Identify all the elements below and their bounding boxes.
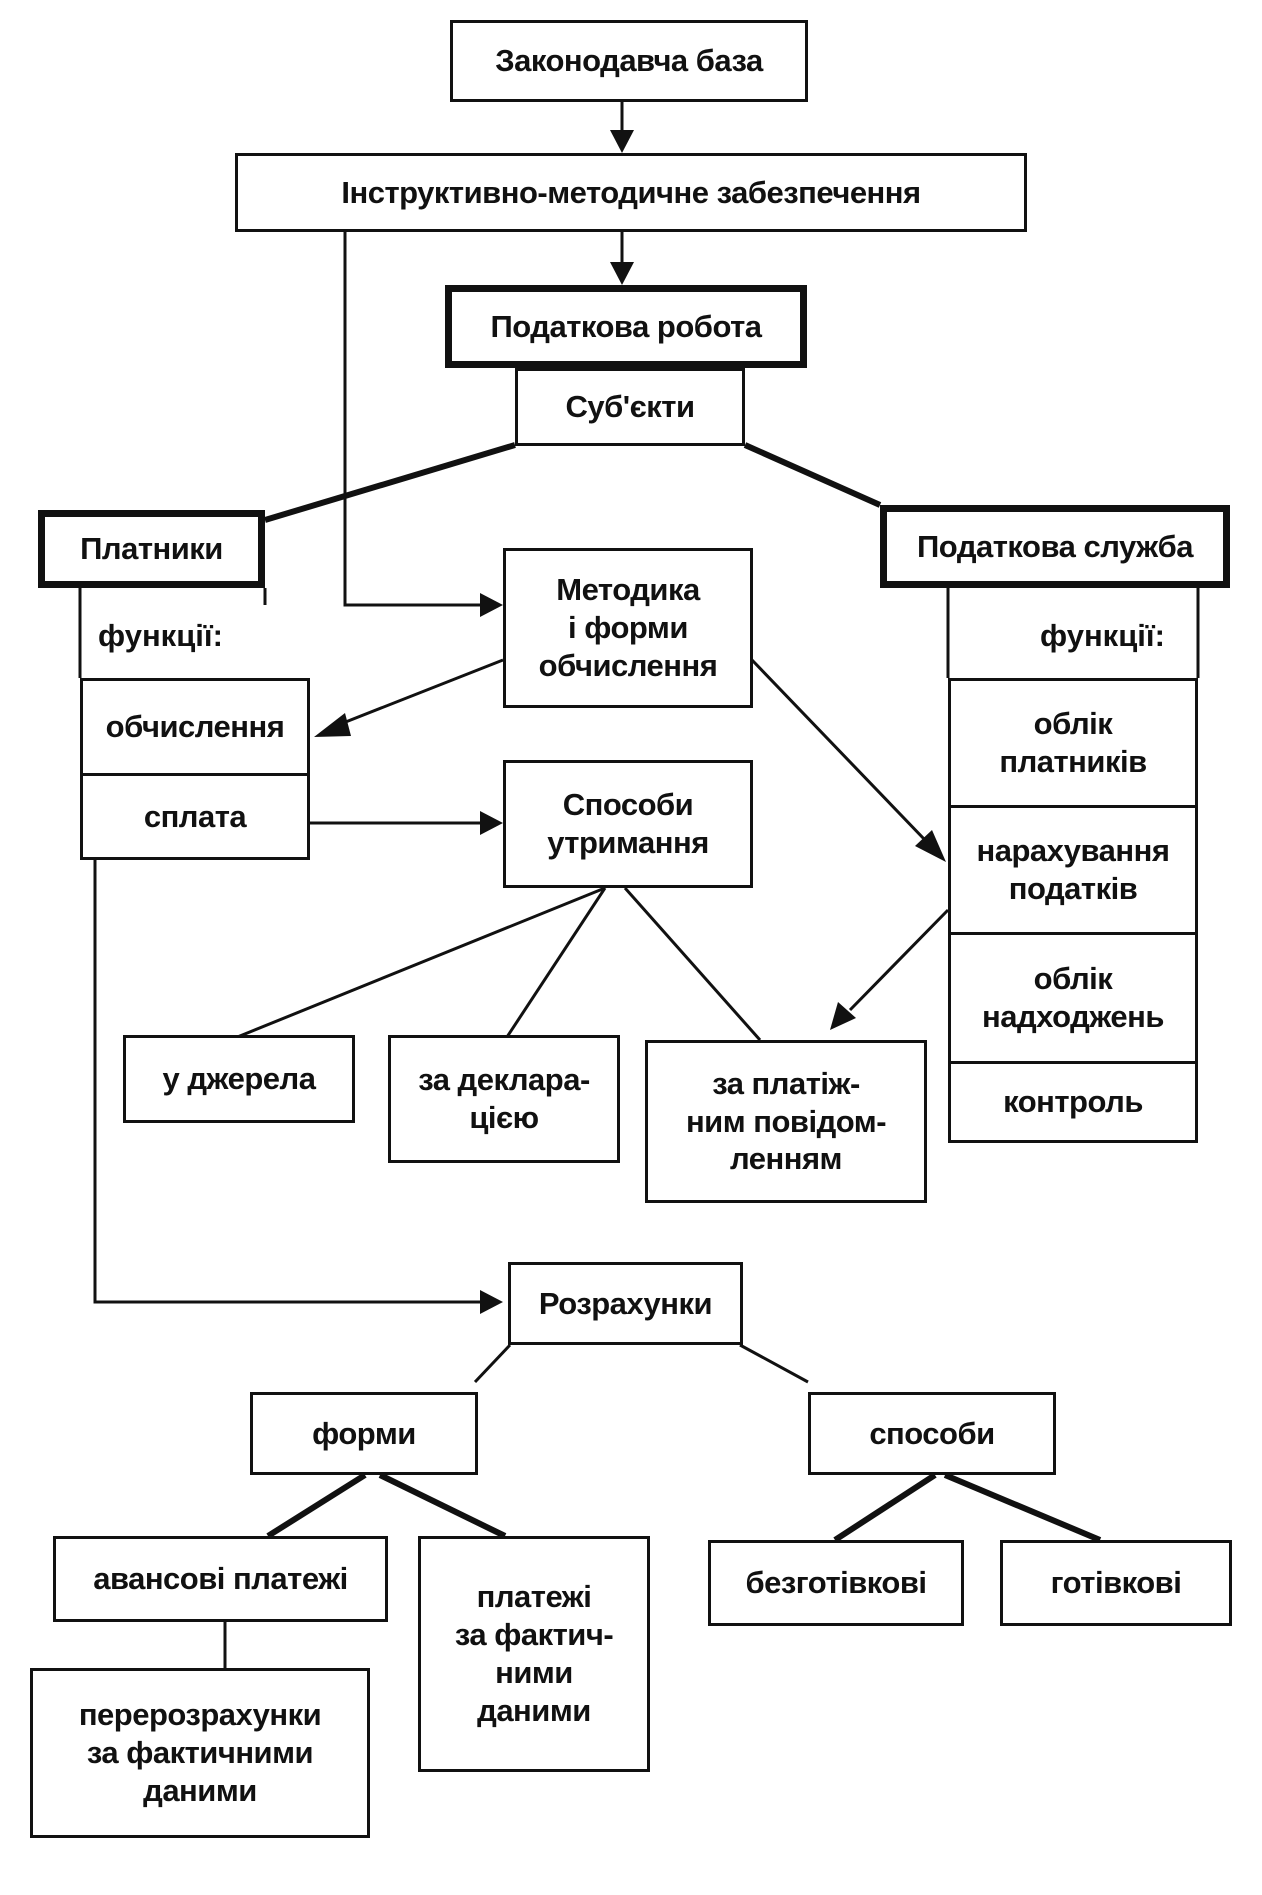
calculation-label: обчислення xyxy=(105,709,285,745)
cashless-box: безготівкові xyxy=(708,1540,964,1626)
by-declaration-box: за деклара- цією xyxy=(388,1035,620,1163)
tax-service-label: Податкова служба xyxy=(917,528,1193,564)
cash-label: готівкові xyxy=(1050,1565,1182,1601)
payment-label: сплата xyxy=(143,798,247,834)
legal-base-box: Законодавча база xyxy=(450,20,808,102)
arrowhead-methodology-to-assessment xyxy=(915,830,946,862)
payers-functions-label: функції: xyxy=(98,618,223,653)
control-label: контроль xyxy=(1003,1084,1143,1120)
tax-work-label: Податкова робота xyxy=(490,308,762,344)
tax-assessment-box: нарахування податків xyxy=(948,805,1198,935)
control-box: контроль xyxy=(948,1061,1198,1143)
calculation-box: обчислення xyxy=(80,678,310,776)
instructive-support-label: Інструктивно-методичне забезпечення xyxy=(341,174,921,210)
methods-label: способи xyxy=(869,1415,995,1451)
recalculations-label: перерозрахунки за фактичними даними xyxy=(78,1697,322,1808)
methods-box: способи xyxy=(808,1392,1056,1475)
arrowhead-payment-to-collection xyxy=(480,811,503,835)
cash-box: готівкові xyxy=(1000,1540,1232,1626)
collection-methods-box: Способи утримання xyxy=(503,760,753,888)
cashless-label: безготівкові xyxy=(745,1565,927,1601)
tax-service-box: Податкова служба xyxy=(880,505,1230,588)
by-payment-notice-box: за платіж- ним повідом- ленням xyxy=(645,1040,927,1203)
service-functions-label: функції: xyxy=(1040,618,1165,653)
tax-assessment-label: нарахування податків xyxy=(976,833,1170,906)
connector-methods-to-cashless xyxy=(833,1472,937,1543)
connector-payment-to-settlements xyxy=(93,860,480,1304)
subjects-box: Суб'єкти xyxy=(515,368,745,446)
instructive-support-box: Інструктивно-методичне забезпечення xyxy=(235,153,1027,232)
connector-settlements-to-forms xyxy=(473,1343,512,1384)
advance-payments-label: авансові платежі xyxy=(93,1561,348,1597)
connector-forms-to-actual xyxy=(378,1472,507,1539)
actual-data-payments-label: платежі за фактич- ними даними xyxy=(454,1579,614,1728)
connector-forms-to-advance xyxy=(266,1472,367,1539)
at-source-label: у джерела xyxy=(162,1061,316,1097)
advance-payments-box: авансові платежі xyxy=(53,1536,388,1622)
recalculations-box: перерозрахунки за фактичними даними xyxy=(30,1668,370,1838)
arrowhead-methodology-to-calculation xyxy=(314,713,351,737)
receipts-accounting-box: облік надходжень xyxy=(948,932,1198,1064)
arrowhead-instructive-to-taxwork xyxy=(610,262,634,285)
connector-collection-to-notice xyxy=(623,887,762,1041)
forms-box: форми xyxy=(250,1392,478,1475)
tax-work-box: Податкова робота xyxy=(445,285,807,368)
connector-subjects-to-payers xyxy=(264,442,516,523)
receipts-accounting-label: облік надходжень xyxy=(982,961,1164,1034)
payment-box: сплата xyxy=(80,773,310,860)
connector-collection-to-declaration xyxy=(503,887,607,1041)
settlements-box: Розрахунки xyxy=(508,1262,743,1345)
arrowhead-instructive-to-methodology xyxy=(480,593,503,617)
payers-box: Платники xyxy=(38,510,265,588)
at-source-box: у джерела xyxy=(123,1035,355,1123)
payers-label: Платники xyxy=(80,531,223,567)
arrowhead-payment-to-settlements xyxy=(480,1290,503,1314)
legal-base-label: Законодавча база xyxy=(495,43,763,79)
methodology-box: Методика і форми обчислення xyxy=(503,548,753,708)
actual-data-payments-box: платежі за фактич- ними даними xyxy=(418,1536,650,1772)
connector-subjects-to-service xyxy=(743,442,882,508)
collection-methods-label: Способи утримання xyxy=(547,787,709,860)
forms-label: форми xyxy=(312,1415,416,1451)
connector-assessment-to-notice xyxy=(848,908,950,1012)
payer-accounting-box: облік платників xyxy=(948,678,1198,808)
connector-methods-to-cash xyxy=(943,1472,1102,1543)
methodology-label: Методика і форми обчислення xyxy=(538,572,718,683)
by-declaration-label: за деклара- цією xyxy=(418,1062,590,1135)
arrowhead-legal-to-instructive xyxy=(610,130,634,153)
connector-collection-to-source xyxy=(229,886,606,1042)
connector-settlements-to-methods xyxy=(739,1343,809,1384)
connector-methodology-to-assessment xyxy=(750,658,927,842)
connector-methodology-to-calculation xyxy=(337,658,504,727)
settlements-label: Розрахунки xyxy=(538,1285,713,1321)
by-payment-notice-label: за платіж- ним повідом- ленням xyxy=(685,1065,887,1177)
payer-accounting-label: облік платників xyxy=(999,706,1147,779)
subjects-label: Суб'єкти xyxy=(565,389,695,425)
connector-instructive-to-methodology xyxy=(343,232,480,607)
arrowhead-assessment-to-notice xyxy=(830,1002,856,1030)
